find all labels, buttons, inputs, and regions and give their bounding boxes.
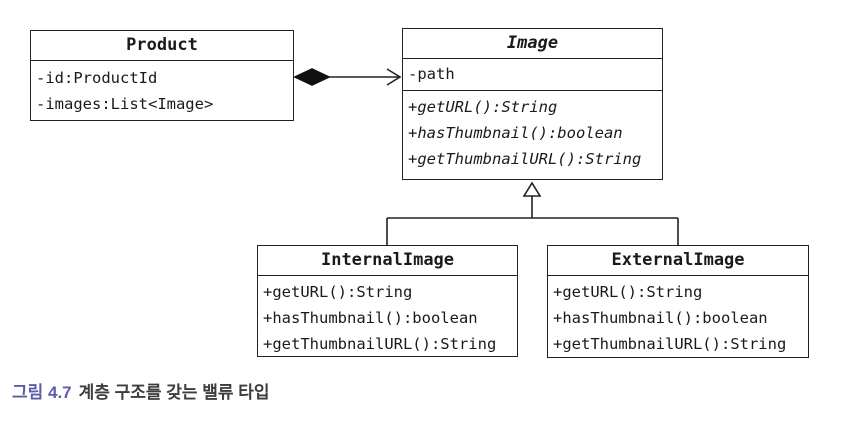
class-name: InternalImage (258, 246, 517, 276)
figure-caption-text: 계층 구조를 갖는 밸류 타입 (78, 383, 270, 402)
class-attribute: -images:List<Image> (36, 95, 214, 113)
figure-caption-number: 그림 4.7 (12, 383, 72, 402)
class-method: +hasThumbnail():boolean (263, 309, 478, 327)
class-method: +getURL():String (408, 98, 558, 116)
class-box-product: Product -id:ProductId -images:List<Image… (30, 30, 294, 121)
generalization-triangle-icon (522, 181, 542, 197)
class-attribute: -id:ProductId (36, 69, 158, 87)
class-method: +hasThumbnail():boolean (553, 309, 768, 327)
attributes-compartment: -path (403, 59, 662, 91)
class-method: +getThumbnailURL():String (553, 335, 787, 353)
figure-caption: 그림 4.7 계층 구조를 갖는 밸류 타입 (12, 382, 270, 404)
generalization-connector (386, 181, 679, 245)
class-method: +getURL():String (263, 283, 413, 301)
class-box-image: Image -path +getURL():String +hasThumbna… (402, 28, 663, 180)
class-box-external-image: ExternalImage +getURL():String +hasThumb… (547, 245, 809, 358)
methods-compartment: +getURL():String +hasThumbnail():boolean… (403, 91, 662, 176)
class-method: +hasThumbnail():boolean (408, 124, 623, 142)
class-attribute: -path (408, 65, 455, 83)
composition-connector (293, 68, 402, 86)
class-method: +getThumbnailURL():String (263, 335, 497, 353)
class-method: +getURL():String (553, 283, 703, 301)
class-name: Product (31, 31, 293, 61)
open-arrowhead-icon (386, 68, 402, 86)
composition-diamond-icon (293, 68, 331, 86)
class-box-internal-image: InternalImage +getURL():String +hasThumb… (257, 245, 518, 357)
methods-compartment: +getURL():String +hasThumbnail():boolean… (258, 276, 517, 361)
methods-compartment: +getURL():String +hasThumbnail():boolean… (548, 276, 808, 361)
class-name: ExternalImage (548, 246, 808, 276)
attributes-compartment: -id:ProductId -images:List<Image> (31, 61, 293, 121)
class-method: +getThumbnailURL():String (408, 150, 642, 168)
class-name: Image (403, 29, 662, 59)
